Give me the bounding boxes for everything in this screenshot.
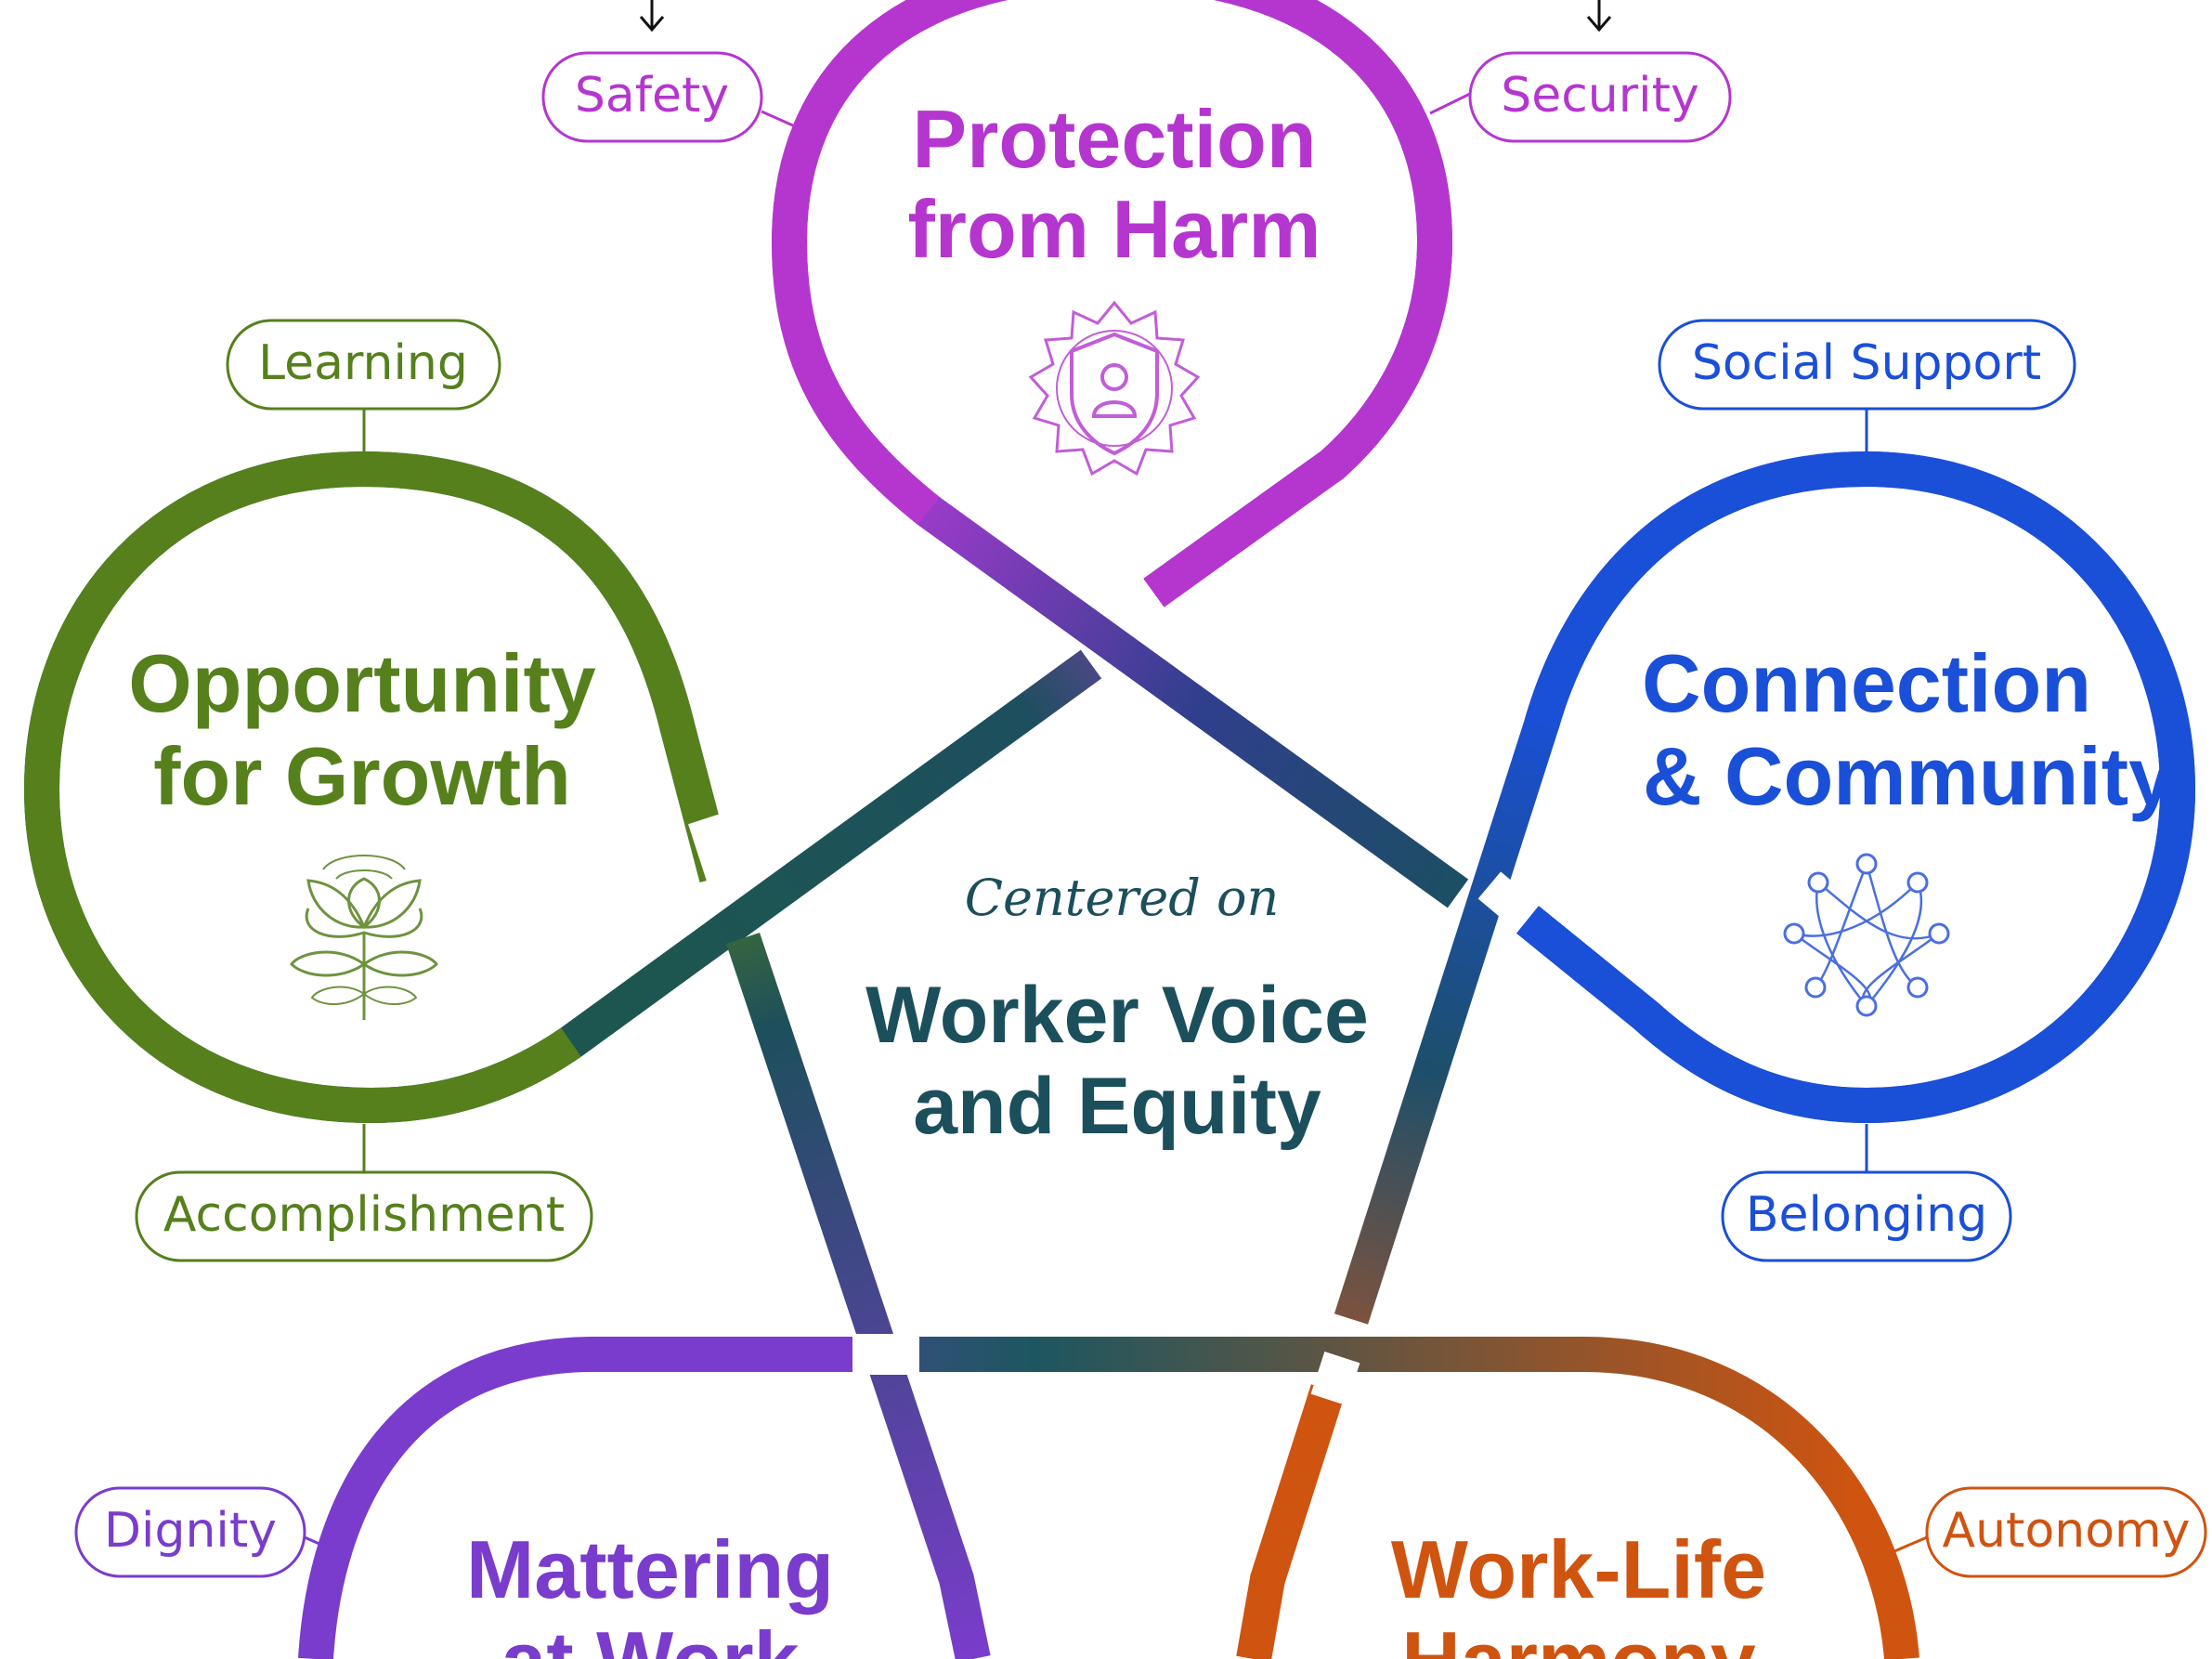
tag-autonomy: Autonomy — [1943, 1503, 2191, 1559]
tag-dignity-group: Dignity — [74, 1486, 337, 1578]
tag-safety: Safety — [575, 68, 729, 124]
tag-learning: Learning — [258, 335, 468, 391]
tag-social-support-group: Social Support — [1658, 319, 2076, 453]
tag-security-group: Security — [1429, 0, 1732, 143]
growth-title-line1: Opportunity — [128, 637, 596, 729]
mattering-title-line1: Mattering — [466, 1523, 834, 1615]
mattering-right-leg — [725, 932, 991, 1659]
worklife-right-leg — [917, 1337, 1919, 1659]
protection-title-line2: from Harm — [908, 183, 1321, 275]
tag-security: Security — [1501, 68, 1699, 124]
mattering-title-line2: at Work — [501, 1614, 800, 1659]
tag-belonging-group: Belonging — [1721, 1124, 2012, 1262]
connection-domain — [1334, 451, 2196, 1325]
growth-domain — [23, 451, 1102, 1124]
connection-title-line1: Connection — [1642, 637, 2091, 729]
crossing-gaps — [688, 577, 1537, 1406]
worklife-title-line1: Work-Life — [1391, 1523, 1766, 1615]
worklife-title-line2: Harmony — [1401, 1614, 1755, 1659]
worklife-left-leg — [1236, 1384, 1346, 1659]
tag-social-support: Social Support — [1692, 335, 2041, 391]
tag-autonomy-group: Autonomy — [1893, 1486, 2207, 1578]
tag-accomplishment: Accomplishment — [163, 1187, 565, 1243]
tag-learning-group: Learning — [226, 319, 501, 453]
mattering-left-leg — [298, 1337, 852, 1659]
growth-title-line2: for Growth — [153, 730, 571, 822]
lotus-flower-icon — [290, 855, 438, 1020]
connection-title-line2: & Community — [1643, 730, 2174, 822]
protection-title-line1: Protection — [912, 93, 1316, 185]
center-title-line2: and Equity — [913, 1062, 1321, 1151]
tag-safety-group: Safety — [541, 0, 804, 143]
tag-belonging: Belonging — [1746, 1187, 1987, 1243]
protection-domain — [771, 0, 1469, 908]
center-title-line1: Worker Voice — [865, 971, 1369, 1060]
tag-dignity: Dignity — [104, 1503, 277, 1559]
center-kicker: Centered on — [965, 869, 1280, 927]
worklife-domain — [917, 1337, 1919, 1659]
mattering-domain — [298, 932, 991, 1659]
shield-person-icon — [1028, 300, 1201, 477]
network-nodes-icon — [1783, 853, 1950, 1017]
tag-accomplishment-group: Accomplishment — [135, 1124, 593, 1262]
